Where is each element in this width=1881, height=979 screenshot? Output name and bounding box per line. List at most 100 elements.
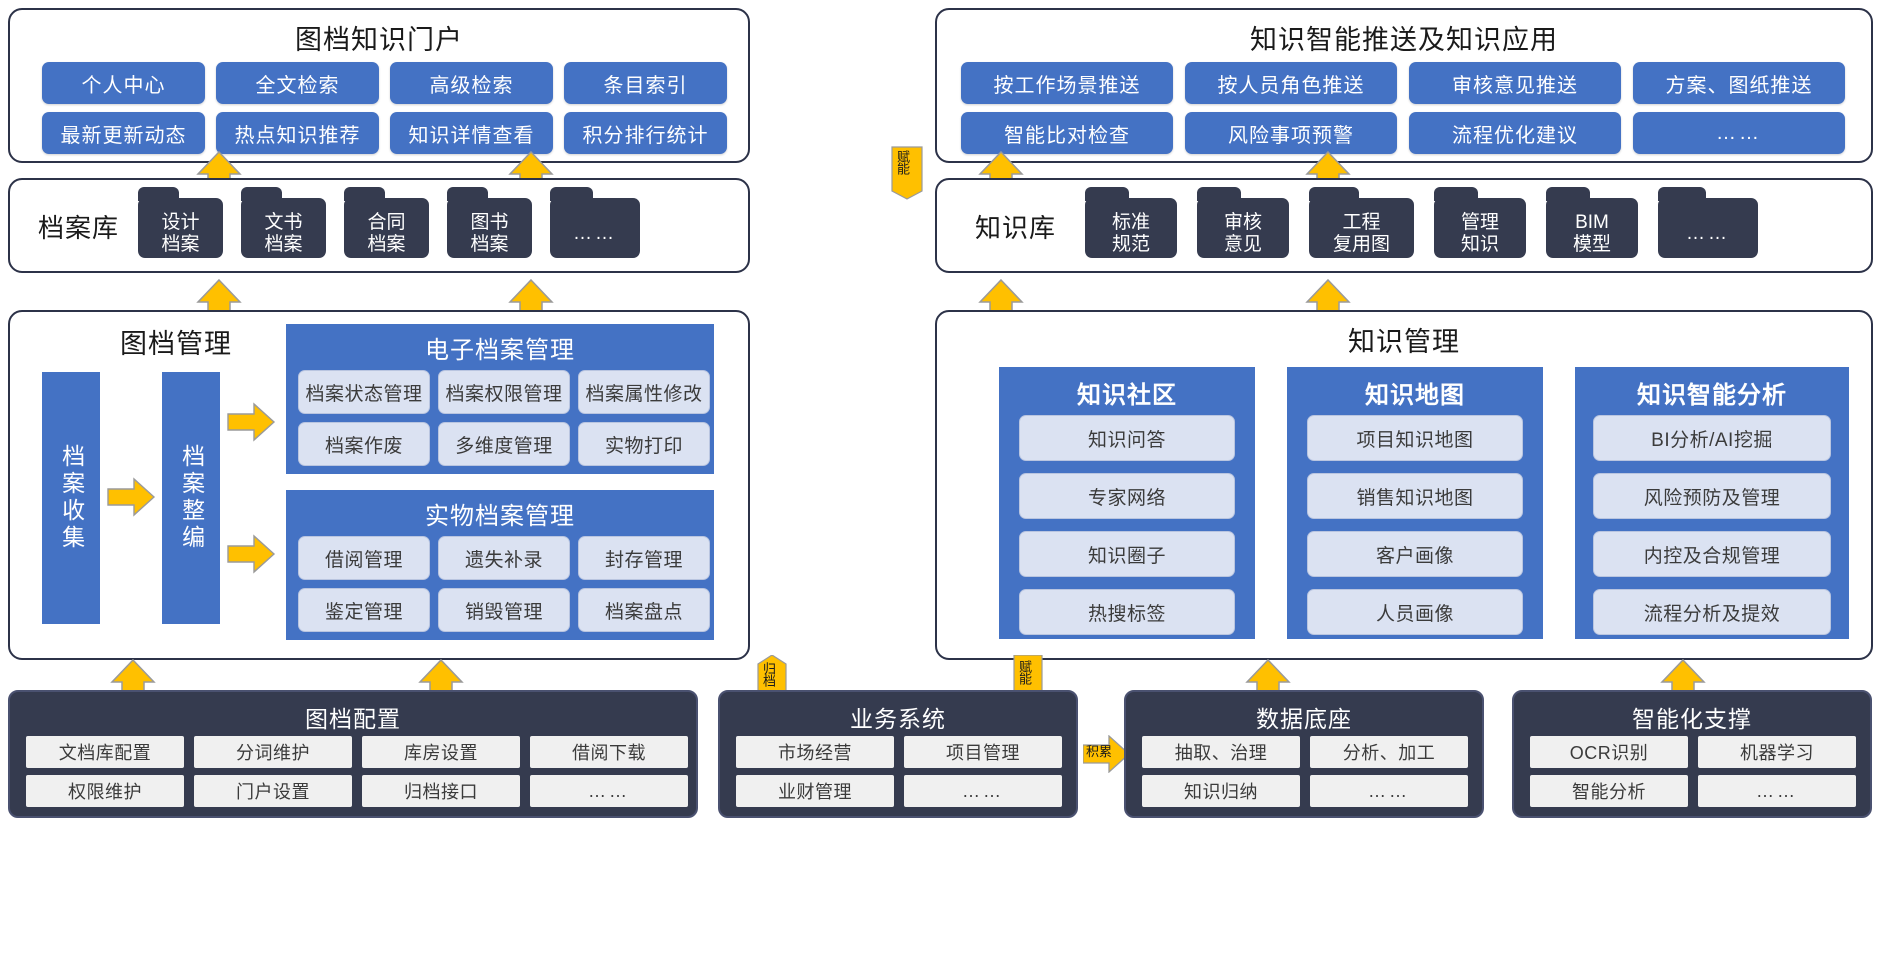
doc-config-panel: 图档配置 文档库配置 分词维护 库房设置 借阅下载 权限维护 门户设置 归档接口… [8, 690, 698, 818]
config-tile[interactable]: 借阅下载 [530, 736, 688, 768]
archive-folder[interactable]: 文书档案 [241, 187, 326, 258]
business-tile[interactable]: 项目管理 [904, 736, 1062, 768]
stage-organize-bar[interactable]: 档案整编 [162, 372, 220, 624]
data-platform-panel: 数据底座 抽取、治理 分析、加工 知识归纳 …… [1124, 690, 1484, 818]
business-system-panel: 业务系统 市场经营 项目管理 业财管理 …… [718, 690, 1078, 818]
empower-biz-label: 赋能 [1017, 660, 1032, 684]
push-tile[interactable]: 风险事项预警 [1185, 112, 1397, 154]
doc-subtile[interactable]: 借阅管理 [298, 536, 430, 580]
business-tile[interactable]: 市场经营 [736, 736, 894, 768]
knowledge-map-title: 知识地图 [1365, 382, 1465, 409]
portal-tile[interactable]: 热点知识推荐 [216, 112, 379, 154]
doc-mgmt-panel: 图档管理 档案收集 档案整编 电子档案管理 档案状态管理 档案权限管理 档案属性… [8, 310, 750, 660]
push-tile[interactable]: …… [1633, 112, 1845, 154]
config-tile[interactable]: 归档接口 [362, 775, 520, 807]
electronic-archive-title: 电子档案管理 [425, 337, 575, 364]
doc-subtile[interactable]: 档案权限管理 [438, 370, 570, 414]
accumulate-label: 积累 [1086, 744, 1113, 759]
portal-tile[interactable]: 全文检索 [216, 62, 379, 104]
doc-subtile[interactable]: 遗失补录 [438, 536, 570, 580]
doc-subtile[interactable]: 实物打印 [578, 422, 710, 466]
business-tile[interactable]: …… [904, 775, 1062, 807]
knowledge-subtile[interactable]: 项目知识地图 [1307, 415, 1523, 461]
data-tile[interactable]: 抽取、治理 [1142, 736, 1300, 768]
doc-subtile[interactable]: 销毁管理 [438, 588, 570, 632]
portal-tile[interactable]: 条目索引 [564, 62, 727, 104]
portal-tile[interactable]: 最新更新动态 [42, 112, 205, 154]
doc-subtile[interactable]: 档案作废 [298, 422, 430, 466]
data-tile[interactable]: 分析、加工 [1310, 736, 1468, 768]
ai-tile[interactable]: OCR识别 [1530, 736, 1688, 768]
config-tile[interactable]: 门户设置 [194, 775, 352, 807]
portal-tile[interactable]: 积分排行统计 [564, 112, 727, 154]
archive-repo-label: 档案库 [38, 213, 120, 243]
knowledge-subtile[interactable]: 流程分析及提效 [1593, 589, 1831, 635]
config-tile[interactable]: 库房设置 [362, 736, 520, 768]
electronic-archive-group: 电子档案管理 档案状态管理 档案权限管理 档案属性修改 档案作废 多维度管理 实… [286, 324, 714, 474]
data-tile[interactable]: …… [1310, 775, 1468, 807]
doc-subtile[interactable]: 档案属性修改 [578, 370, 710, 414]
business-tile[interactable]: 业财管理 [736, 775, 894, 807]
knowledge-subtile[interactable]: 知识圈子 [1019, 531, 1235, 577]
doc-subtile[interactable]: 档案状态管理 [298, 370, 430, 414]
archive-folder[interactable]: 图书档案 [447, 187, 532, 258]
config-tile[interactable]: 分词维护 [194, 736, 352, 768]
doc-subtile[interactable]: 封存管理 [578, 536, 710, 580]
physical-archive-title: 实物档案管理 [425, 503, 575, 530]
archive-folder[interactable]: 合同档案 [344, 187, 429, 258]
business-system-title: 业务系统 [850, 706, 946, 732]
archive-repo-panel: 档案库 设计档案 文书档案 合同档案 图书档案 …… [8, 178, 750, 273]
portal-tile[interactable]: 知识详情查看 [390, 112, 553, 154]
ai-tile[interactable]: 机器学习 [1698, 736, 1856, 768]
config-tile[interactable]: 权限维护 [26, 775, 184, 807]
push-tile[interactable]: 智能比对检查 [961, 112, 1173, 154]
knowledge-folder[interactable]: …… [1658, 187, 1758, 258]
push-tile[interactable]: 审核意见推送 [1409, 62, 1621, 104]
knowledge-analysis-title: 知识智能分析 [1637, 382, 1787, 409]
knowledge-subtile[interactable]: 销售知识地图 [1307, 473, 1523, 519]
knowledge-subtile[interactable]: 内控及合规管理 [1593, 531, 1831, 577]
doc-subtile[interactable]: 鉴定管理 [298, 588, 430, 632]
push-tile[interactable]: 流程优化建议 [1409, 112, 1621, 154]
knowledge-subtile[interactable]: BI分析/AI挖掘 [1593, 415, 1831, 461]
knowledge-subtile[interactable]: 专家网络 [1019, 473, 1235, 519]
archive-folder[interactable]: …… [550, 187, 640, 258]
knowledge-subtile[interactable]: 知识问答 [1019, 415, 1235, 461]
ai-support-title: 智能化支撑 [1632, 706, 1752, 732]
knowledge-subtile[interactable]: 客户画像 [1307, 531, 1523, 577]
stage-collect-label: 档案收集 [58, 444, 85, 552]
knowledge-subtile[interactable]: 风险预防及管理 [1593, 473, 1831, 519]
doc-mgmt-title: 图档管理 [120, 329, 232, 359]
doc-subtile[interactable]: 多维度管理 [438, 422, 570, 466]
push-title: 知识智能推送及知识应用 [1250, 25, 1558, 55]
doc-config-title: 图档配置 [305, 706, 401, 732]
ai-tile[interactable]: …… [1698, 775, 1856, 807]
ai-tile[interactable]: 智能分析 [1530, 775, 1688, 807]
push-tile[interactable]: 按人员角色推送 [1185, 62, 1397, 104]
knowledge-folder[interactable]: 管理知识 [1434, 187, 1526, 258]
data-tile[interactable]: 知识归纳 [1142, 775, 1300, 807]
config-tile[interactable]: …… [530, 775, 688, 807]
doc-subtile[interactable]: 档案盘点 [578, 588, 710, 632]
knowledge-folder[interactable]: 审核意见 [1197, 187, 1289, 258]
ai-support-panel: 智能化支撑 OCR识别 机器学习 智能分析 …… [1512, 690, 1872, 818]
knowledge-repo-label: 知识库 [975, 213, 1057, 243]
knowledge-community-group: 知识社区 知识问答 专家网络 知识圈子 热搜标签 [999, 367, 1255, 639]
portal-tile[interactable]: 高级检索 [390, 62, 553, 104]
stage-collect-bar[interactable]: 档案收集 [42, 372, 100, 624]
knowledge-subtile[interactable]: 热搜标签 [1019, 589, 1235, 635]
arrow-right-icon [1083, 735, 1131, 773]
portal-tile[interactable]: 个人中心 [42, 62, 205, 104]
knowledge-subtile[interactable]: 人员画像 [1307, 589, 1523, 635]
arrow-right-icon [226, 402, 276, 442]
knowledge-mgmt-panel: 知识管理 知识社区 知识问答 专家网络 知识圈子 热搜标签 知识地图 项目知识地… [935, 310, 1873, 660]
push-tile[interactable]: 方案、图纸推送 [1633, 62, 1845, 104]
knowledge-folder[interactable]: 标准规范 [1085, 187, 1177, 258]
config-tile[interactable]: 文档库配置 [26, 736, 184, 768]
push-tile[interactable]: 按工作场景推送 [961, 62, 1173, 104]
archive-folder[interactable]: 设计档案 [138, 187, 223, 258]
knowledge-folder[interactable]: 工程复用图 [1309, 187, 1414, 258]
portal-title: 图档知识门户 [295, 25, 463, 55]
